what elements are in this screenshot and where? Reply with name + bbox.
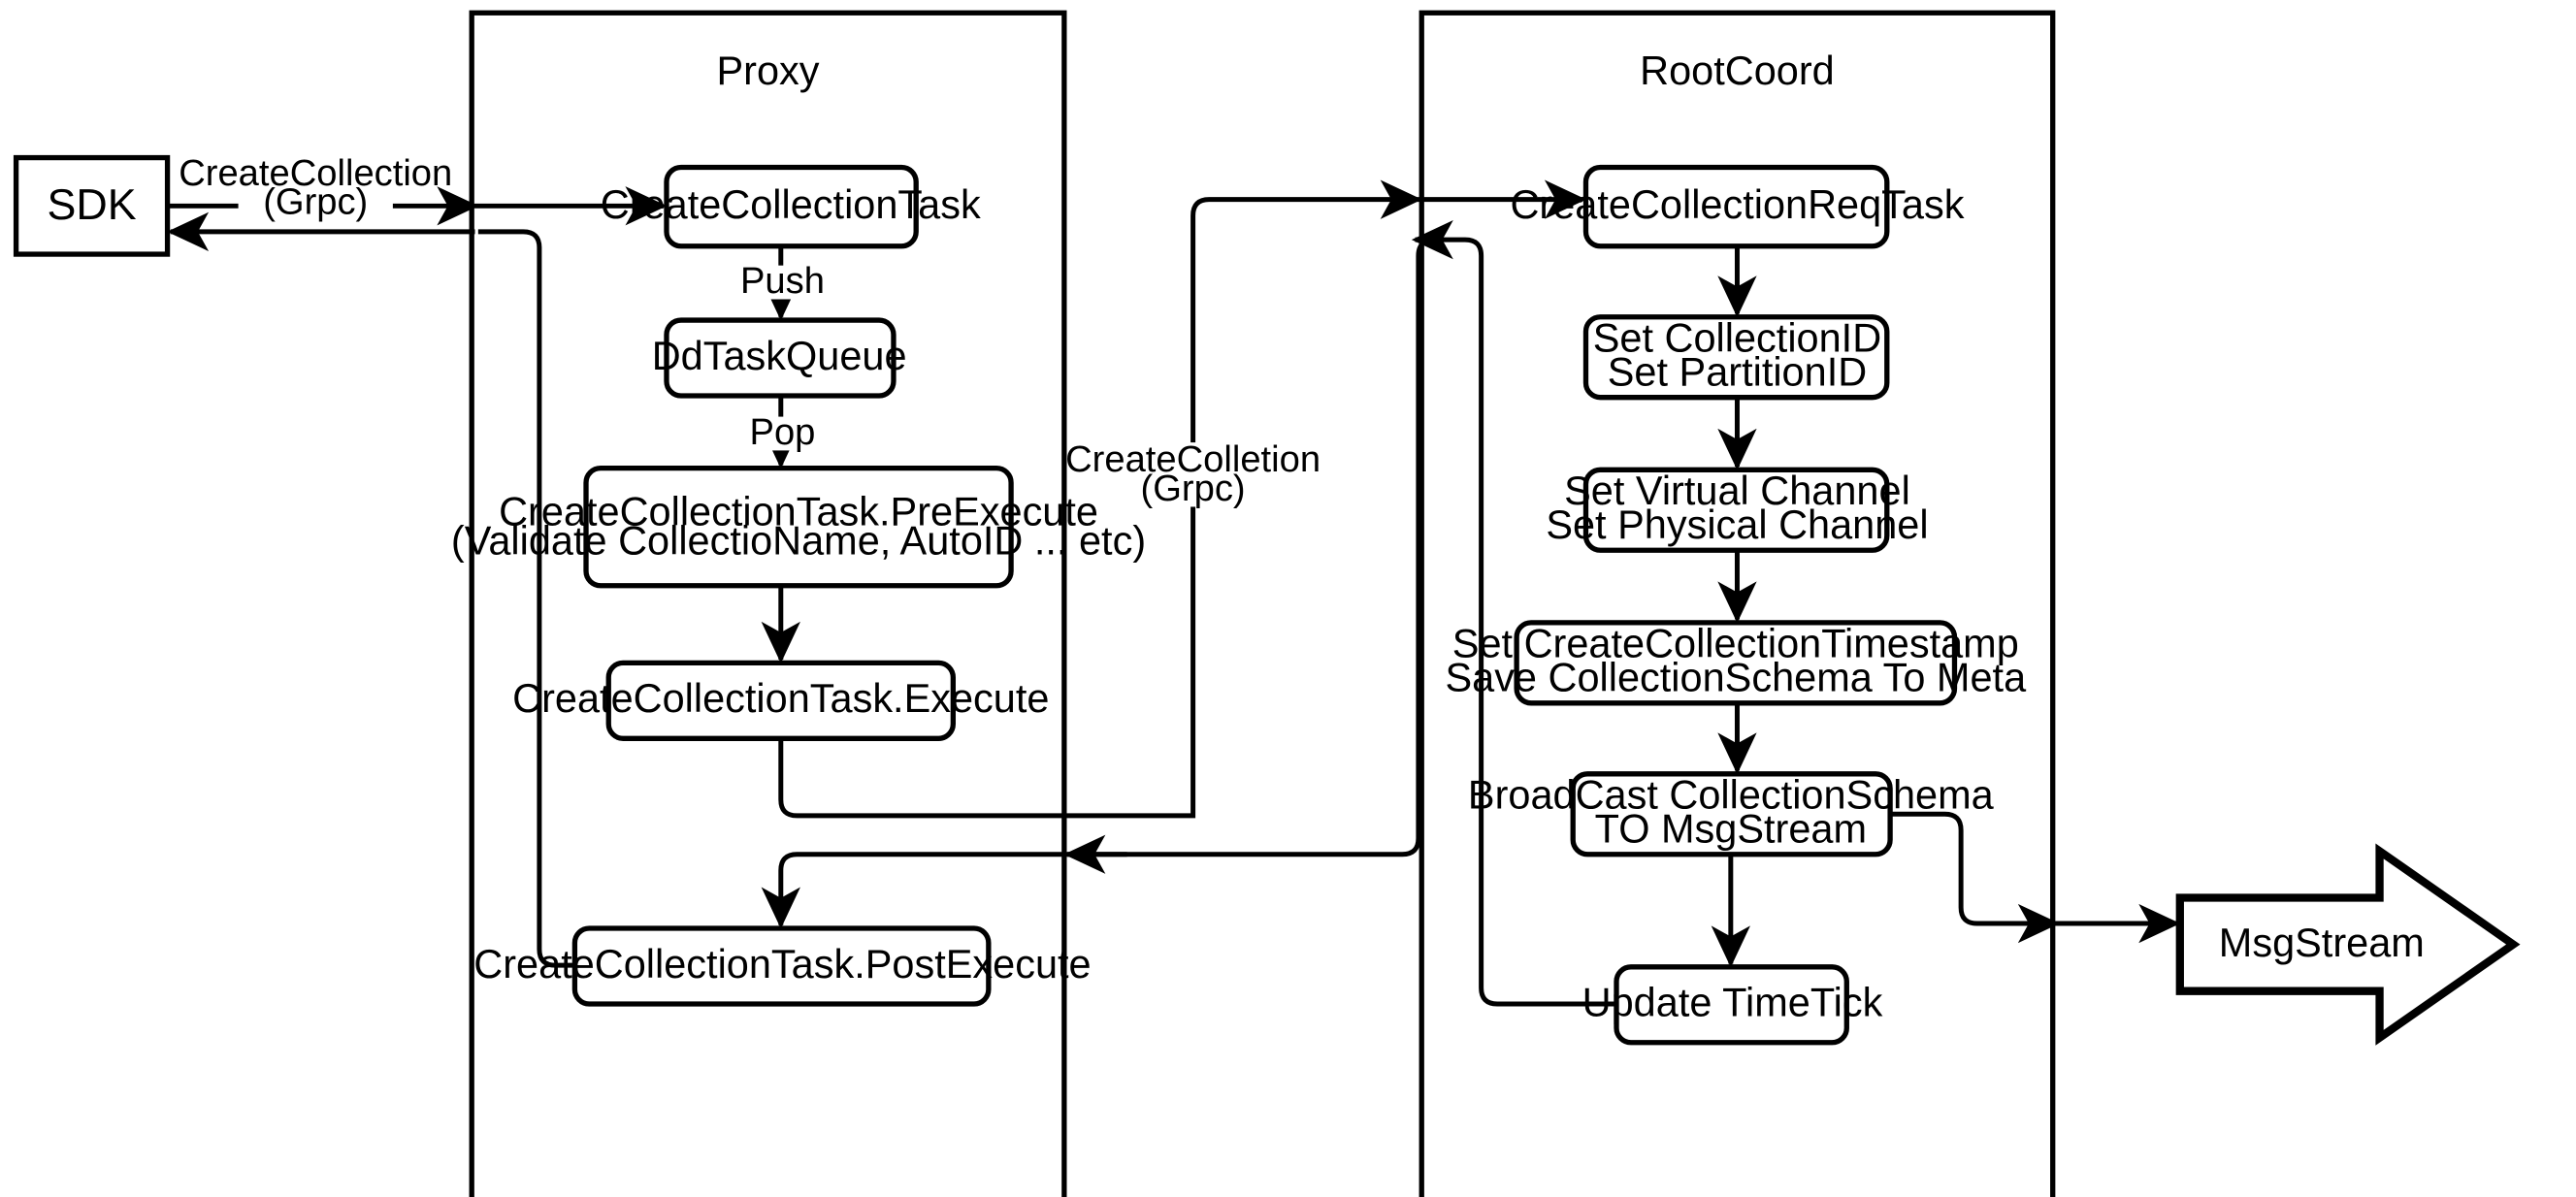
node-post-execute-label: CreateCollectionTask.PostExecute <box>473 941 1091 987</box>
node-broadcast[interactable]: BroadCast CollectionSchema TO MsgStream <box>1468 771 1995 857</box>
edge-label-create-colletion-grpc-bg <box>1112 442 1274 507</box>
node-ddtaskqueue[interactable]: DdTaskQueue <box>652 317 907 399</box>
node-pre-execute[interactable]: CreateCollectionTask.PreExecute (Validat… <box>451 465 1146 589</box>
node-set-timestamp-rect[interactable] <box>1514 620 1958 706</box>
edge-label-create-collection-grpc-bg <box>238 155 393 221</box>
node-update-timetick-rect[interactable] <box>1614 964 1849 1046</box>
node-msgstream-arrow-shape[interactable] <box>2175 843 2521 1046</box>
container-proxy-label: Proxy <box>717 48 820 93</box>
node-update-timetick[interactable]: Update TimeTick <box>1582 964 1883 1046</box>
node-post-execute[interactable]: CreateCollectionTask.PostExecute <box>473 925 1092 1007</box>
node-ddtaskqueue-rect[interactable] <box>664 317 897 399</box>
node-execute-rect[interactable] <box>605 660 957 741</box>
node-set-channels[interactable]: Set Virtual Channel Set Physical Channel <box>1546 467 1929 553</box>
node-set-channels-rect[interactable] <box>1582 467 1890 553</box>
node-update-timetick-label: Update TimeTick <box>1582 980 1883 1025</box>
node-set-ids[interactable]: Set CollectionID Set PartitionID <box>1582 314 1890 401</box>
node-set-ids-rect[interactable] <box>1582 314 1890 401</box>
node-pre-execute-label-line1: CreateCollectionTask.PreExecute <box>499 489 1098 534</box>
node-set-timestamp-label-line1: Set CreateCollectionTimestamp <box>1452 621 2019 666</box>
node-set-channels-label-line2: Set Physical Channel <box>1546 501 1928 547</box>
node-msgstream-label: MsgStream <box>2219 920 2425 965</box>
node-ddtaskqueue-label: DdTaskQueue <box>652 333 907 378</box>
node-set-timestamp[interactable]: Set CreateCollectionTimestamp Save Colle… <box>1445 620 2027 706</box>
edge-execute-to-rootcoord <box>778 179 1422 819</box>
node-broadcast-label-line1: BroadCast CollectionSchema <box>1468 772 1995 818</box>
node-sdk[interactable]: SDK <box>13 154 171 257</box>
node-sdk-label: SDK <box>48 180 137 229</box>
edge-updatetimetick-return <box>1411 219 1617 1007</box>
node-create-collection-task-rect[interactable] <box>664 164 919 249</box>
edge-label-create-collection-grpc: CreateCollection (Grpc) <box>179 152 452 223</box>
container-rootcoord-label: RootCoord <box>1640 48 1835 93</box>
node-set-ids-label-line2: Set PartitionID <box>1608 348 1867 394</box>
node-pre-execute-label-line2: (Validate CollectioName, AutoID ... etc) <box>451 518 1146 564</box>
edge-label-create-collection-grpc-line2: (Grpc) <box>263 181 368 223</box>
edge-label-create-colletion-grpc-line2: (Grpc) <box>1141 468 1246 509</box>
edge-label-pop-bg <box>750 416 815 451</box>
node-create-collection-req-task[interactable]: CreateCollectionReqTask <box>1510 164 1965 249</box>
edge-label-create-colletion-grpc-line1: CreateColletion <box>1065 438 1321 480</box>
node-set-timestamp-label-line2: Save CollectionSchema To Meta <box>1445 655 2027 700</box>
edge-label-push: Push <box>740 260 825 302</box>
node-post-execute-rect[interactable] <box>571 925 992 1007</box>
edge-label-create-colletion-grpc: CreateColletion (Grpc) <box>1065 438 1321 509</box>
node-msgstream[interactable]: MsgStream <box>2175 843 2521 1046</box>
edge-label-create-collection-grpc-line1: CreateCollection <box>179 152 452 194</box>
node-broadcast-rect[interactable] <box>1570 771 1893 857</box>
edge-label-pop: Pop <box>750 411 816 453</box>
node-create-collection-task-label: CreateCollectionTask <box>601 181 981 227</box>
node-set-channels-label-line1: Set Virtual Channel <box>1564 468 1910 513</box>
node-create-collection-task[interactable]: CreateCollectionTask <box>601 164 981 249</box>
node-set-ids-label-line1: Set CollectionID <box>1593 315 1881 361</box>
edge-label-push-bg <box>746 265 818 300</box>
edge-label-push-text: Push <box>740 260 825 302</box>
node-execute[interactable]: CreateCollectionTask.Execute <box>512 660 1049 741</box>
edge-label-pop-text: Pop <box>750 411 816 453</box>
node-create-collection-req-task-label: CreateCollectionReqTask <box>1510 181 1964 227</box>
node-pre-execute-rect[interactable] <box>583 465 1014 589</box>
node-broadcast-label-line2: TO MsgStream <box>1595 805 1867 851</box>
edge-broadcast-to-msgstream <box>1890 811 2181 944</box>
node-sdk-rect[interactable] <box>13 154 171 257</box>
edge-postexecute-to-sdk-return <box>477 229 575 968</box>
node-execute-label: CreateCollectionTask.Execute <box>512 675 1049 721</box>
node-create-collection-req-task-rect[interactable] <box>1582 164 1890 249</box>
